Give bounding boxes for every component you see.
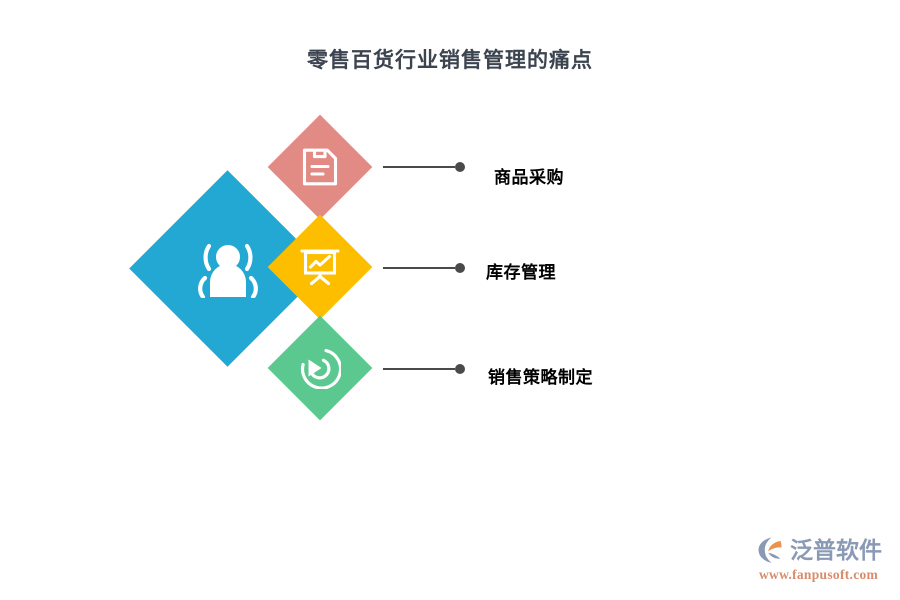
item-diamond-inventory[interactable]	[267, 214, 373, 320]
item-diamond-inventory-content	[283, 230, 357, 304]
item-label-strategy: 销售策略制定	[488, 368, 593, 387]
save-document-icon	[300, 147, 340, 187]
connector-purchase	[383, 162, 465, 172]
connector-dot	[455, 364, 465, 374]
people-icon	[196, 240, 260, 298]
item-label-purchase: 商品采购	[494, 168, 564, 187]
center-diamond-content	[158, 199, 297, 338]
connector-inventory	[383, 263, 465, 273]
target-chevron-icon	[299, 347, 341, 389]
item-diamond-purchase[interactable]	[267, 114, 373, 220]
brand-watermark: 泛普软件 www.fanpusoft.com	[757, 534, 890, 584]
brand-row: 泛普软件	[757, 534, 890, 566]
brand-name: 泛普软件	[790, 536, 882, 563]
presentation-chart-icon	[299, 247, 341, 287]
connector-dot	[455, 263, 465, 273]
item-diamond-strategy[interactable]	[267, 315, 373, 421]
connector-line	[383, 267, 455, 269]
connector-dot	[455, 162, 465, 172]
center-diamond	[129, 170, 326, 367]
fanpu-logo-icon	[757, 535, 787, 565]
item-diamond-strategy-content	[283, 331, 357, 405]
item-label-inventory: 库存管理	[486, 263, 556, 282]
item-diamond-purchase-content	[283, 130, 357, 204]
connector-line	[383, 368, 455, 370]
brand-url: www.fanpusoft.com	[759, 567, 879, 582]
page-title: 零售百货行业销售管理的痛点	[307, 49, 593, 72]
connector-strategy	[383, 364, 465, 374]
connector-line	[383, 166, 455, 168]
